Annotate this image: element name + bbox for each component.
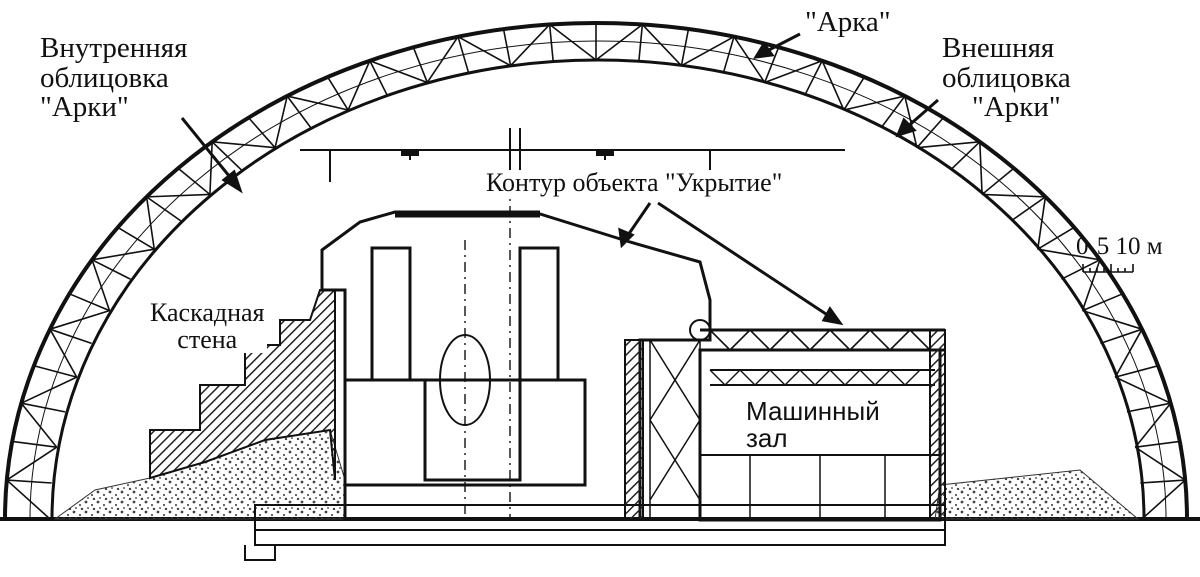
separator-wall xyxy=(624,339,644,521)
label-cascade-wall-line-2: стена xyxy=(177,324,238,354)
label-outer-cladding: Внешняя облицовка "Арки" xyxy=(942,32,1071,124)
scale-unit: м xyxy=(1146,233,1163,260)
label-shelter-contour: Контур объекта "Укрытие" xyxy=(484,168,785,197)
label-cascade-wall-line-1: Каскадная xyxy=(150,298,265,327)
turbine-hall-structure xyxy=(649,319,946,522)
arch-truss-members xyxy=(5,23,1186,520)
label-turbine-hall-line-2: зал xyxy=(746,422,788,453)
scale-bar-label: 0 5 10 м xyxy=(1076,234,1163,260)
cascade-wall-shape xyxy=(149,289,336,481)
leader-arrows xyxy=(180,32,939,326)
label-turbine-hall: Машинный зал xyxy=(744,396,882,453)
label-outer-cladding-line-2: облицовка xyxy=(942,61,1071,94)
label-inner-cladding: Внутренняя облицовка "Арки" xyxy=(40,32,188,124)
arch-mid-chord xyxy=(29,40,1167,520)
scale-tick-5: 5 xyxy=(1096,233,1110,260)
foundation xyxy=(244,504,946,561)
label-arch: "Арка" xyxy=(805,6,891,38)
scale-bar-ruler xyxy=(1082,264,1134,273)
arch-inner-edge xyxy=(50,58,1146,520)
rubble-right xyxy=(934,469,1140,520)
scale-tick-0: 0 xyxy=(1076,233,1089,260)
shelter-outline xyxy=(320,210,712,521)
label-inner-cladding-line-3: "Арки" xyxy=(40,91,129,124)
label-outer-cladding-line-3: "Арки" xyxy=(972,91,1061,124)
label-inner-cladding-line-1: Внутренняя xyxy=(40,32,188,64)
label-inner-cladding-line-2: облицовка xyxy=(40,61,169,94)
reactor-block xyxy=(343,140,587,519)
scale-tick-10: 10 xyxy=(1115,233,1141,260)
label-turbine-hall-line-1: Машинный xyxy=(746,396,880,426)
label-cascade-wall: Каскадная стена xyxy=(148,298,267,354)
label-outer-cladding-line-1: Внешняя xyxy=(942,32,1055,64)
